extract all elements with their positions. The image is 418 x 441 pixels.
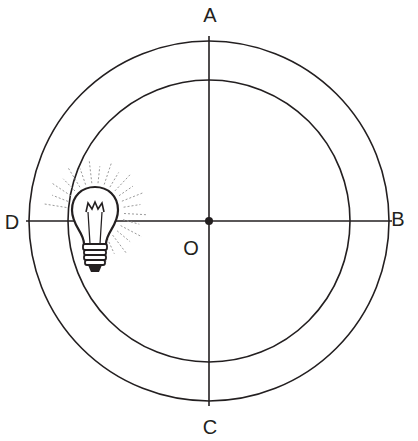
light-ray [89,159,92,183]
point-label: D [5,212,19,232]
light-ray [107,238,114,253]
light-ray [124,205,141,208]
light-ray [52,195,68,201]
point-label: O [183,238,199,258]
point-label: B [391,209,404,229]
light-ray [124,214,148,215]
light-ray [68,167,80,188]
light-ray [104,162,112,185]
light-ray [113,235,128,254]
point-label: A [203,5,216,25]
light-ray [119,186,133,196]
light-ray [43,204,67,208]
light-ray [123,220,139,225]
light-ray [117,231,130,242]
light-ray [63,179,75,191]
light-ray [115,173,131,191]
light-ray [122,192,144,201]
light-ray [121,226,142,237]
point-label: C [203,417,217,437]
light-ray [51,183,71,196]
light-ray [98,166,100,183]
light-bulb [72,187,118,272]
light-rays [43,159,148,263]
center-dot [205,217,213,225]
light-ray [80,169,86,185]
light-ray [110,173,119,188]
